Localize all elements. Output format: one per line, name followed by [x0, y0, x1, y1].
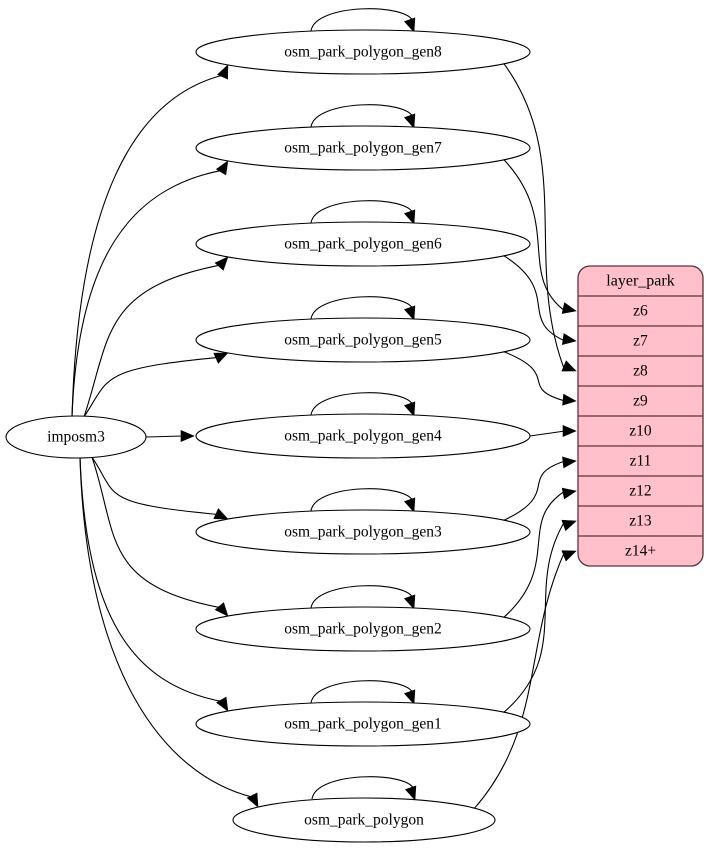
edge-path — [503, 255, 566, 342]
edge-path — [79, 457, 223, 703]
edge-imposm3-to-gen6 — [83, 256, 229, 417]
edge-gen3-to-table-row — [503, 456, 577, 521]
node-gen3-shape[interactable] — [195, 509, 531, 555]
node-gen1[interactable]: osm_park_polygon_gen1 — [195, 701, 531, 747]
edge-gen2-to-table-row — [503, 487, 577, 618]
self-loop-path — [311, 776, 415, 800]
self-loop-path — [310, 585, 414, 609]
edge-path — [71, 74, 224, 417]
table-row-z10[interactable]: z10 — [629, 423, 652, 440]
edge-base-to-table-row — [474, 550, 577, 809]
edge-path — [71, 169, 223, 417]
node-base-label: osm_park_polygon — [304, 812, 424, 829]
self-loop-base — [311, 776, 417, 801]
node-gen2-label: osm_park_polygon_gen2 — [284, 621, 442, 638]
node-gen6-shape[interactable] — [195, 221, 531, 267]
node-gen4-label: osm_park_polygon_gen4 — [284, 428, 442, 445]
node-gen7-label: osm_park_polygon_gen7 — [284, 140, 442, 157]
edge-path — [503, 63, 566, 372]
edge-imposm3-to-gen8 — [71, 64, 229, 417]
edge-path — [503, 159, 566, 312]
node-gen8-shape[interactable] — [195, 29, 531, 75]
node-gen5[interactable]: osm_park_polygon_gen5 — [195, 317, 531, 363]
table-row-z7[interactable]: z7 — [633, 333, 648, 350]
self-loop-gen2 — [310, 585, 416, 610]
self-loop-gen4 — [310, 392, 416, 417]
table-row-z9[interactable]: z9 — [633, 393, 648, 410]
node-gen5-shape[interactable] — [195, 317, 531, 363]
node-gen2[interactable]: osm_park_polygon_gen2 — [195, 606, 531, 652]
layer-park-table-header: layer_park — [606, 273, 674, 290]
node-gen8-label: osm_park_polygon_gen8 — [284, 44, 442, 61]
edge-path — [503, 351, 566, 402]
table-row-z11[interactable]: z11 — [630, 453, 652, 470]
self-loop-gen6 — [310, 200, 416, 225]
edge-gen4-to-table-row — [529, 425, 577, 437]
nodes-layer: imposm3 osm_park_polygon_gen8 osm_park_pol… — [5, 29, 531, 843]
node-gen3[interactable]: osm_park_polygon_gen3 — [195, 509, 531, 555]
node-gen6-label: osm_park_polygon_gen6 — [284, 236, 442, 253]
edge-gen7-to-table-row — [503, 159, 577, 314]
edge-path — [529, 430, 566, 437]
node-gen7-shape[interactable] — [195, 125, 531, 171]
edge-path — [145, 435, 184, 438]
edge-path — [503, 490, 566, 618]
edge-imposm3-to-gen3 — [91, 456, 229, 520]
edge-imposm3-to-gen4 — [145, 430, 195, 442]
edge-imposm3-to-gen5 — [83, 352, 229, 418]
self-loop-path — [310, 296, 414, 320]
self-loop-path — [310, 680, 414, 704]
node-gen8[interactable]: osm_park_polygon_gen8 — [195, 29, 531, 75]
edge-imposm3-to-gen1 — [79, 457, 229, 712]
layer-park-table: layer_park z6 z7 z8 z9 z10 z11 z12 z13 z14+ — [577, 265, 704, 567]
edge-path — [79, 457, 254, 798]
self-loop-gen8 — [310, 8, 416, 33]
edge-path — [83, 356, 218, 418]
table-row-z8[interactable]: z8 — [633, 363, 648, 380]
node-imposm3-shape[interactable] — [5, 415, 147, 459]
node-gen3-label: osm_park_polygon_gen3 — [284, 524, 442, 541]
edge-gen1-to-table-row — [503, 519, 577, 713]
self-loop-gen7 — [310, 104, 416, 129]
table-row-z14+[interactable]: z14+ — [625, 543, 656, 560]
node-imposm3[interactable]: imposm3 — [5, 415, 147, 459]
edge-path — [474, 550, 566, 809]
edge-path — [503, 520, 566, 713]
self-loop-gen1 — [310, 680, 416, 705]
node-gen7[interactable]: osm_park_polygon_gen7 — [195, 125, 531, 171]
table-row-z6[interactable]: z6 — [633, 303, 648, 320]
table-row-z12[interactable]: z12 — [629, 483, 651, 500]
self-loop-path — [310, 8, 414, 32]
node-gen2-shape[interactable] — [195, 606, 531, 652]
edge-imposm3-to-gen2 — [91, 457, 229, 617]
self-loop-path — [310, 200, 414, 224]
edge-path — [503, 460, 566, 521]
self-loop-path — [310, 488, 414, 512]
self-loop-gen5 — [310, 296, 416, 321]
node-gen5-label: osm_park_polygon_gen5 — [284, 332, 442, 349]
self-loop-path — [310, 104, 414, 128]
node-gen6[interactable]: osm_park_polygon_gen6 — [195, 221, 531, 267]
self-loop-path — [310, 392, 414, 416]
node-gen4-shape[interactable] — [195, 413, 531, 459]
table-row-z13[interactable]: z13 — [629, 513, 652, 530]
node-gen1-label: osm_park_polygon_gen1 — [284, 716, 442, 733]
node-imposm3-label: imposm3 — [47, 429, 105, 446]
edge-gen8-to-table-row — [503, 63, 577, 372]
edge-path — [91, 456, 218, 516]
node-gen4[interactable]: osm_park_polygon_gen4 — [195, 413, 531, 459]
edge-imposm3-to-gen7 — [71, 160, 229, 417]
node-base[interactable]: osm_park_polygon — [232, 797, 496, 843]
edge-path — [83, 264, 221, 417]
edge-gen5-to-table-row — [503, 351, 577, 406]
self-loop-gen3 — [310, 488, 416, 513]
edge-path — [91, 457, 221, 609]
node-base-shape[interactable] — [232, 797, 496, 843]
edge-gen6-to-table-row — [503, 255, 577, 345]
edges-layer — [71, 8, 577, 809]
edge-imposm3-to-base — [79, 457, 259, 808]
node-gen1-shape[interactable] — [195, 701, 531, 747]
